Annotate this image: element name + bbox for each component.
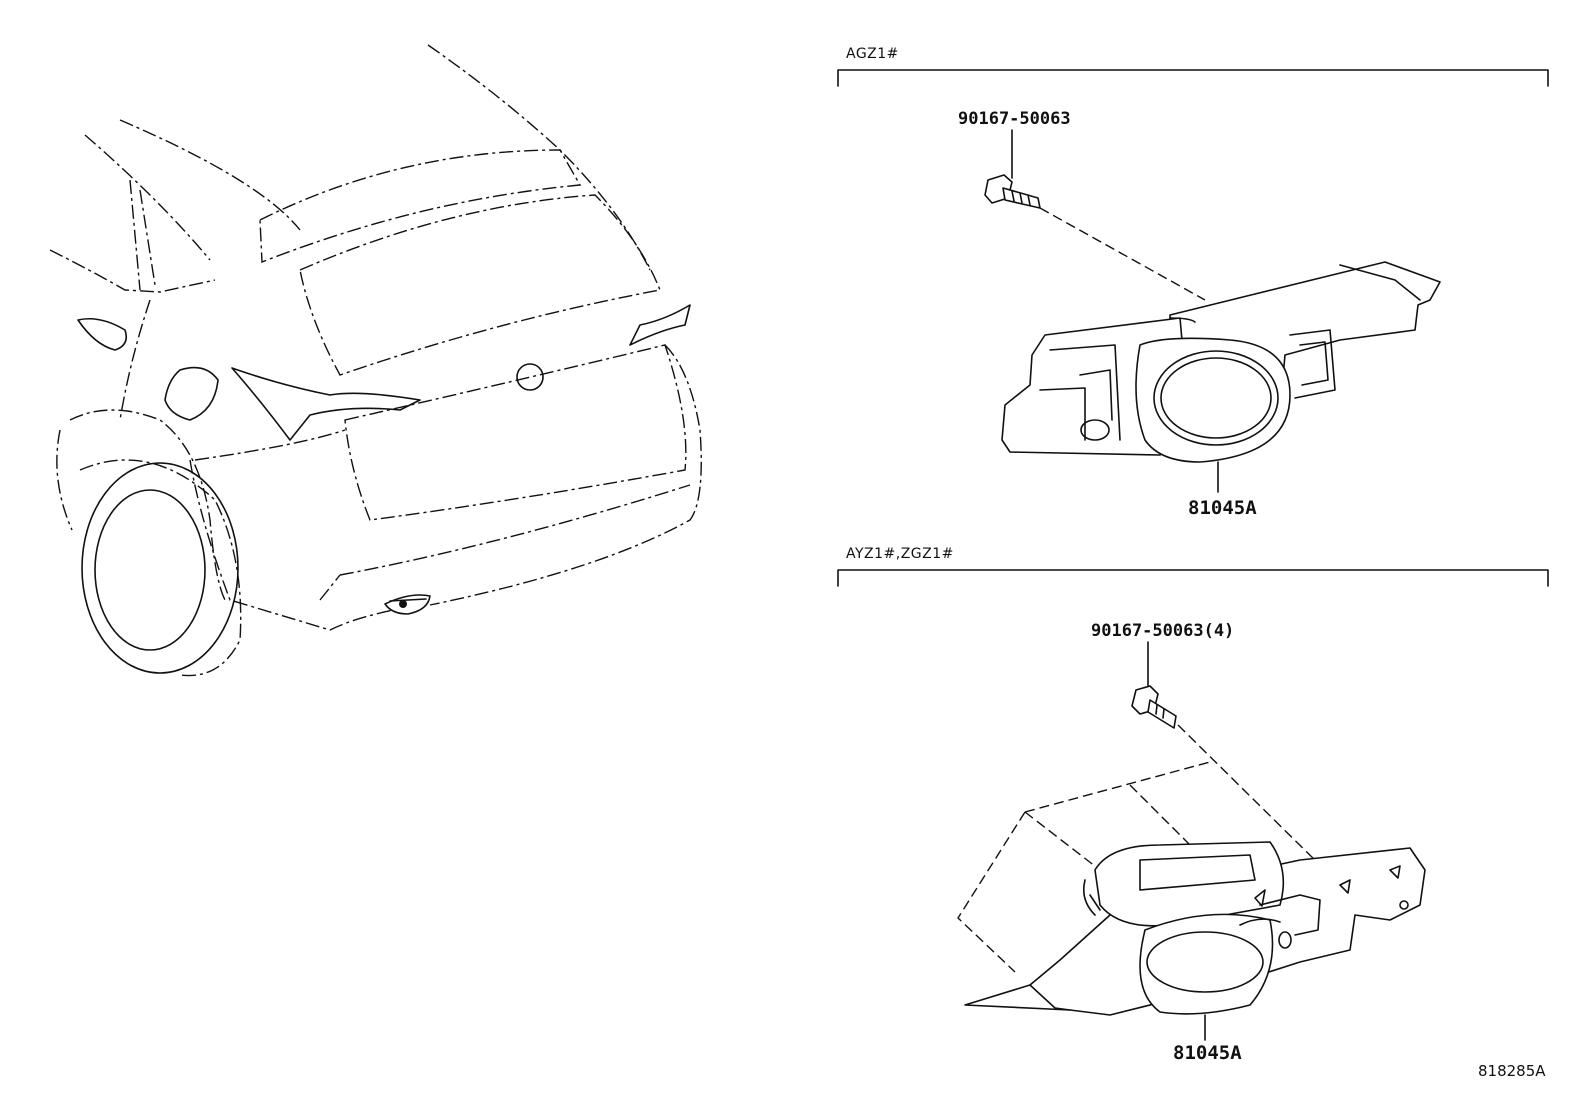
section-code-ayz1-zgz1: AYZ1#,ZGZ1# [846, 546, 954, 562]
fog-lamp-assembly [1001, 261, 1441, 463]
lamp-part-number: 81045A [1173, 1042, 1242, 1064]
section-agz1-bracket [837, 69, 1549, 87]
illustration-id: 818285A [1478, 1062, 1546, 1080]
leader-line [1039, 207, 1206, 301]
section-ayz1-bracket [837, 569, 1549, 587]
vehicle-rear-view [49, 44, 702, 677]
phantom-outline [957, 761, 1211, 973]
leader-line [1177, 724, 1326, 871]
bolt-part-number: 90167-50063 [958, 109, 1071, 129]
fog-lamp-assembly [964, 841, 1426, 1016]
bolt-icon [1131, 641, 1177, 729]
lamp-part-number: 81045A [1188, 497, 1257, 519]
bolt-icon [984, 129, 1041, 209]
bolt-part-number: 90167-50063(4) [1091, 621, 1235, 641]
section-code-agz1: AGZ1# [846, 46, 899, 62]
